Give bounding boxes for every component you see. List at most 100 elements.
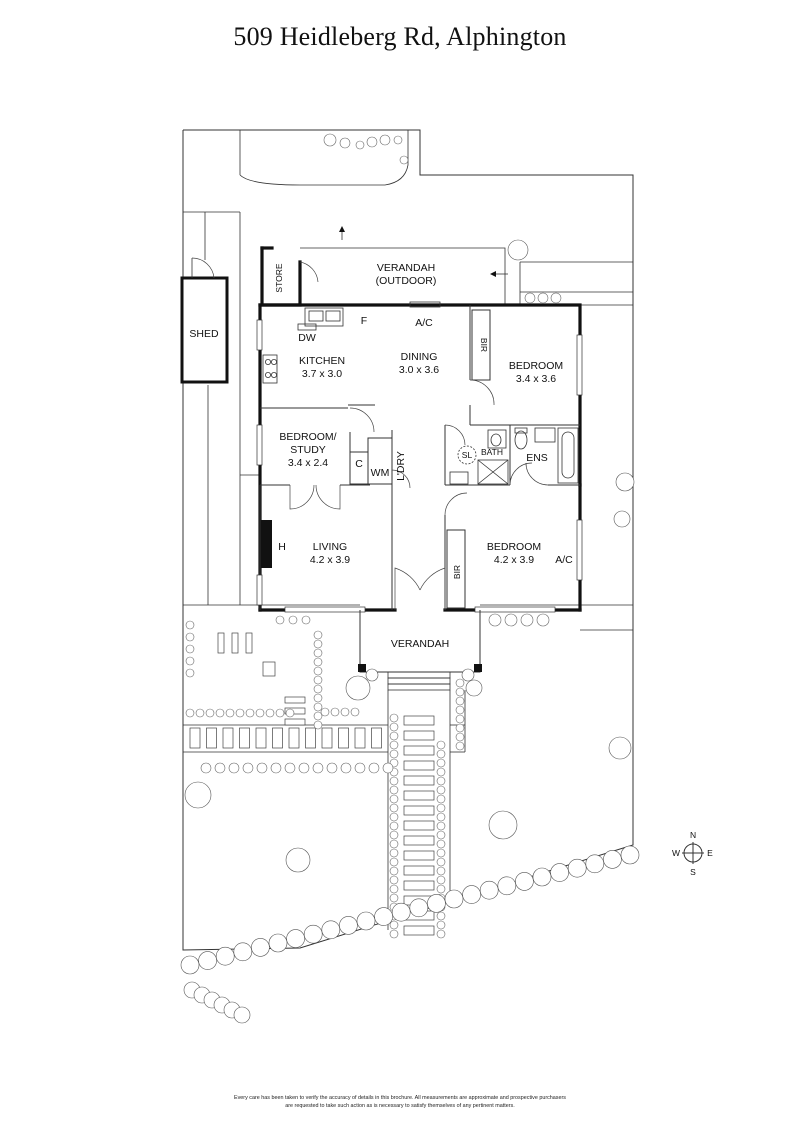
bedroom-se-label: BEDROOM [487,541,541,553]
boundary-shrub [391,902,411,922]
garden-shrub [339,137,351,149]
tree [613,510,631,528]
hedge-shrub [389,749,399,759]
hedge-shrub [389,857,399,867]
hedge-shrub [436,776,446,786]
boundary-shrub [515,872,534,891]
paver [255,727,267,749]
hedge-shrub [320,707,330,717]
hedge-shrub [242,762,254,774]
hedge-shrub [389,740,399,750]
paver [284,696,306,704]
hedge-shrub [389,713,399,723]
hedge-shrub [455,687,465,697]
hedge-shrub [389,848,399,858]
hedge-shrub [389,776,399,786]
hedge-shrub [436,785,446,795]
living-size: 4.2 x 3.9 [310,554,350,566]
bedroom-study-size: 3.4 x 2.4 [288,457,328,469]
hedge-shrub [185,632,195,642]
hedge-shrub [550,292,562,304]
boundary-shrub [585,854,605,874]
boundary-shrub [409,898,429,918]
garden-shrub [399,155,409,165]
hedge-shrub [368,762,380,774]
hedge-shrub [436,767,446,777]
tree [285,847,311,873]
hedge-shrub [225,708,235,718]
stepping-stone [403,715,435,726]
hedge-shrub [436,830,446,840]
hedge-shrub [284,762,296,774]
room-labels: KITCHEN 3.7 x 3.0 DINING 3.0 x 3.6 BEDRO… [279,351,563,566]
boundary-shrub [215,946,235,966]
hedge-shrub [455,678,465,688]
hedge-shrub [256,762,268,774]
bedroom-ne-size: 3.4 x 3.6 [516,373,556,385]
tree [365,668,379,682]
stepping-stone [403,880,435,891]
shed-label: SHED [189,328,219,340]
tree [608,736,632,760]
wm-label: WM [371,467,390,479]
hedge-shrub [205,708,215,718]
ac-bedroom-label: A/C [555,554,573,566]
hedge-shrub [275,708,285,718]
hedge-shrub [455,723,465,733]
verandah-outdoor-label: VERANDAH [377,262,435,274]
boundary-shrub [427,894,446,913]
stepping-stone [403,805,435,816]
tree [184,781,212,809]
hedge-shrub [436,848,446,858]
hedge-shrub [298,762,310,774]
hedge-shrub [389,821,399,831]
ens-label: ENS [526,452,548,464]
hedge-shrub [312,762,324,774]
hedge-shrub [389,884,399,894]
dining-label: DINING [401,351,438,363]
paver [222,727,234,749]
hedge-shrub [313,711,323,721]
boundary-shrub [303,924,323,944]
tree [615,472,635,492]
stepping-stone [403,925,435,936]
hedge-shrub [488,613,502,627]
hedge-shrub [436,875,446,885]
hedge-shrub [536,613,550,627]
dining-size: 3.0 x 3.6 [399,364,439,376]
fixture-labels: DW F A/C A/C BIR BIR C WM SL H [278,315,573,579]
compass-w: W [672,848,680,858]
kitchen-fixtures [262,301,441,384]
kitchen-size: 3.7 x 3.0 [302,368,342,380]
hedge-shrub [200,762,212,774]
cupboard-label: C [355,458,363,470]
disclaimer: Every care has been taken to verify the … [0,1095,800,1110]
boundary-shrub [233,1006,251,1024]
hedge-shrub [288,615,298,625]
hedge-shrub [313,657,323,667]
garden-shrub [366,136,378,148]
hedge-shrub [455,714,465,724]
paver [338,727,349,749]
hedge-shrub [455,705,465,715]
hedge-shrub [185,656,195,666]
compass-n: N [690,830,696,840]
laundry-label: L'DRY [395,451,407,481]
hedge-shrub [340,707,350,717]
hedge-shrub [436,758,446,768]
hedge-shrub [524,292,536,304]
hedge-shrub [340,762,352,774]
hedge-shrub [436,911,446,921]
fridge-label: F [361,315,367,327]
hedge-shrub [455,741,465,751]
paver [217,632,225,654]
living-label: LIVING [313,541,347,553]
hedge-shrub [185,708,195,718]
bedroom-ne-label: BEDROOM [509,360,563,372]
paver [288,727,300,749]
paver [284,707,306,715]
paver [272,727,283,749]
verandah-front-label: VERANDAH [391,638,449,650]
hedge-shrub [350,707,360,717]
